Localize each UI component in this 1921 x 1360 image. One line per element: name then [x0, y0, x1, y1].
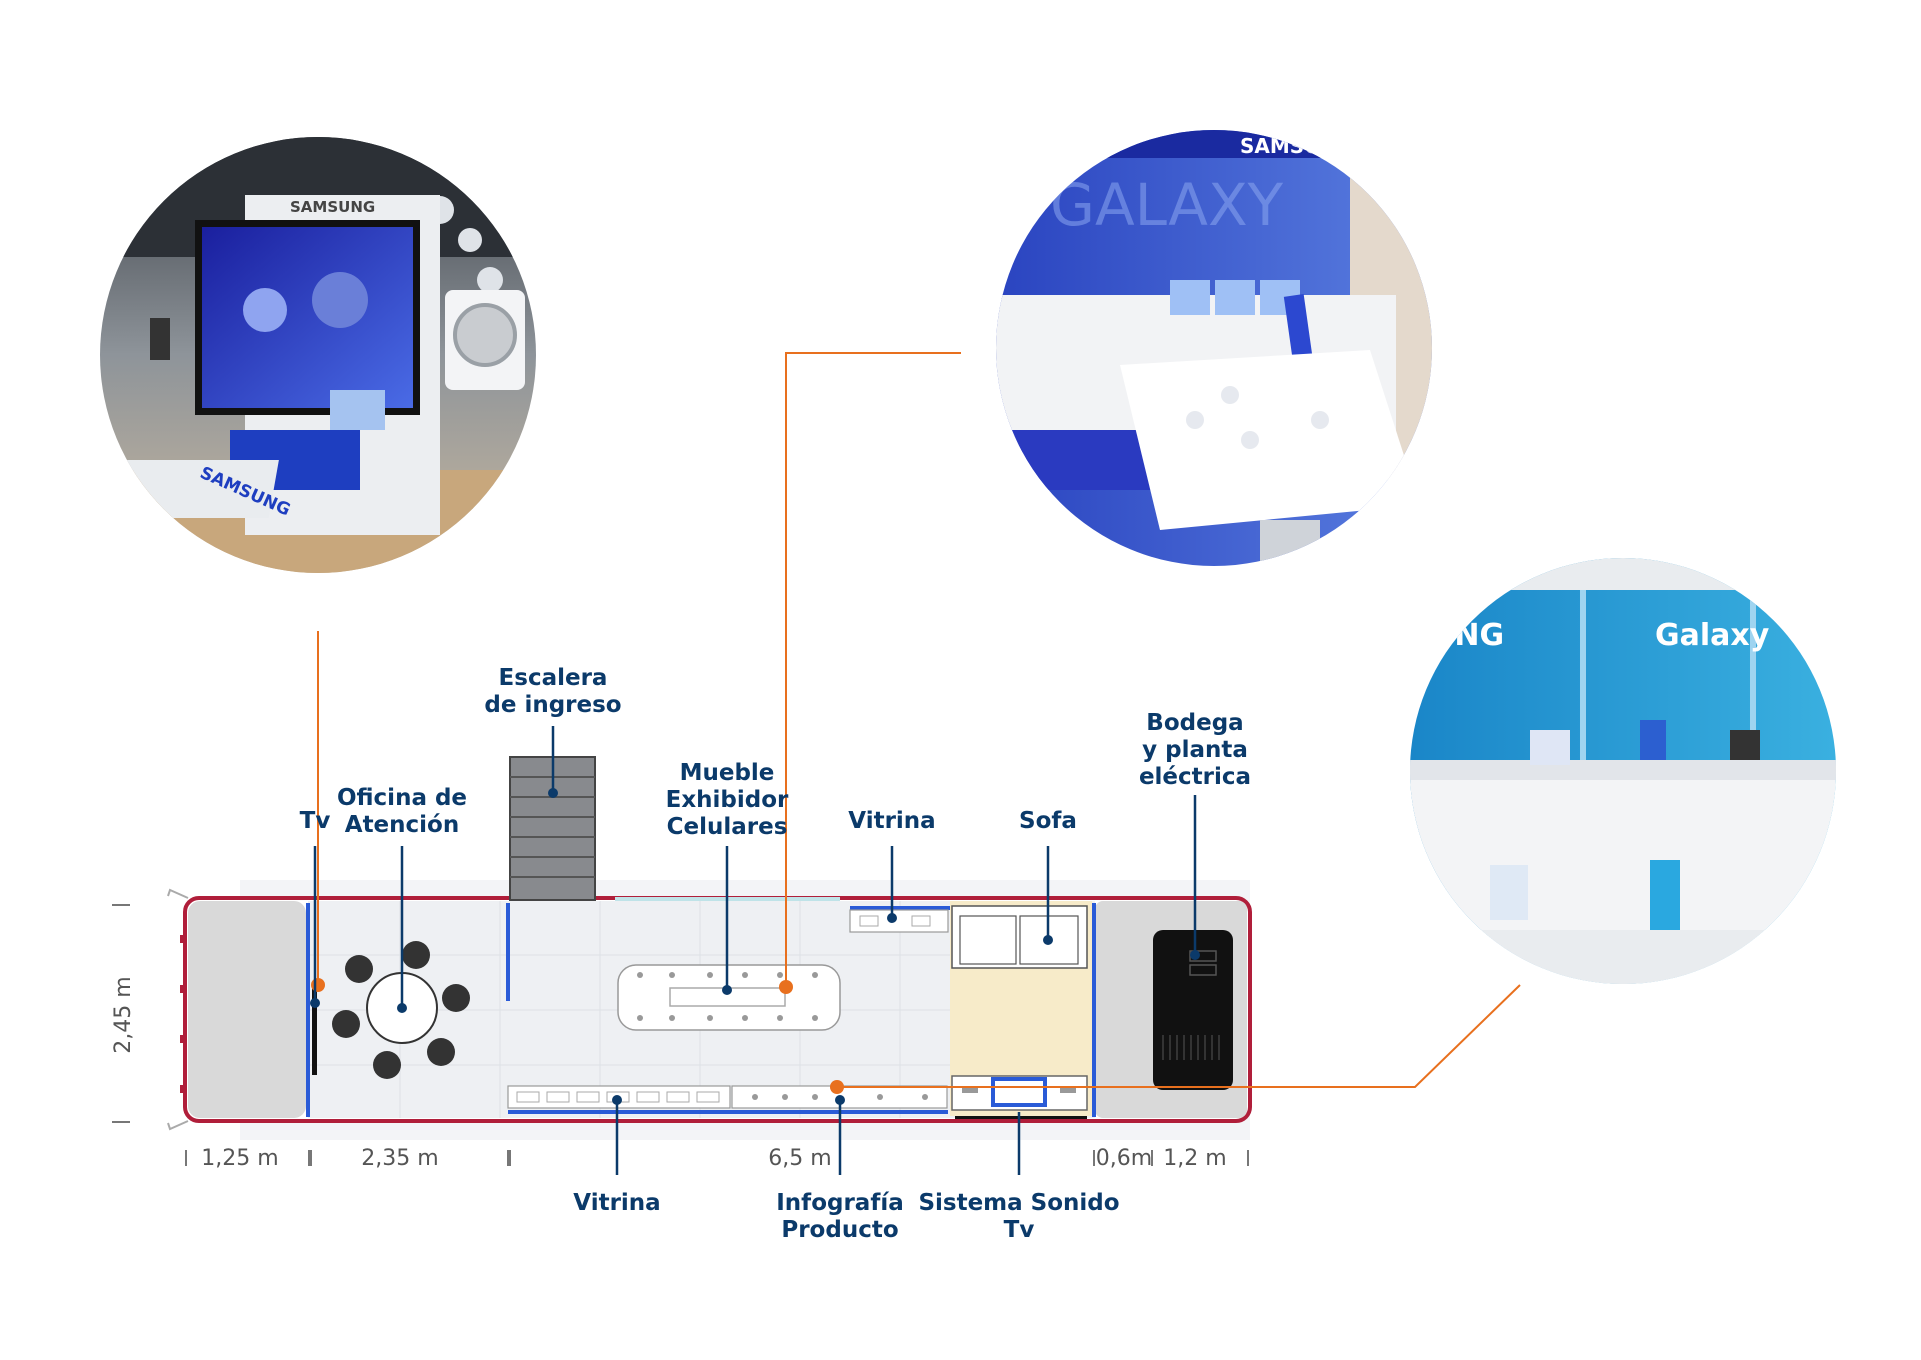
label-infografia-line1: Infografía [776, 1190, 903, 1216]
dimension-marks [112, 904, 1249, 1166]
label-escalera-line2: de ingreso [484, 692, 621, 718]
sound-system-unit [951, 1075, 1088, 1119]
photo-tv-stand: SAMSUNG SAMSUNG [100, 137, 536, 573]
label-sonido-line1: Sistema Sonido [918, 1190, 1119, 1216]
photo3-brand-text: UNG [1430, 618, 1504, 653]
photo-galaxy-counter: UNG Galaxy [1410, 558, 1836, 984]
photo2-brand-text: SAMSUNG [1240, 134, 1354, 158]
dimension-1: 1,25 m [201, 1146, 278, 1171]
photo1-brand-text: SAMSUNG [290, 198, 375, 216]
label-bodega-line1: Bodega [1146, 710, 1243, 736]
dimension-4: 0,6m [1096, 1146, 1152, 1171]
label-vitrina-top: Vitrina [848, 808, 935, 834]
dimension-2: 2,35 m [361, 1146, 438, 1171]
phone-display-furniture [617, 964, 841, 1031]
label-tv: Tv [300, 808, 331, 834]
photo2-wall-text: GALAXY [1050, 171, 1284, 239]
sofa [951, 905, 1088, 969]
label-escalera-line1: Escalera [499, 665, 608, 691]
label-sonido-line2: Tv [1004, 1217, 1035, 1243]
label-infografia-line2: Producto [781, 1217, 898, 1243]
label-oficina-line2: Atención [345, 812, 459, 838]
label-sofa: Sofa [1019, 808, 1077, 834]
label-mueble-line2: Exhibidor [666, 787, 789, 813]
label-bodega-line3: eléctrica [1139, 764, 1251, 790]
label-mueble-line3: Celulares [667, 814, 788, 840]
label-oficina-line1: Oficina de [337, 785, 467, 811]
top-showcase [849, 909, 949, 933]
bus-floor-plan [167, 756, 1252, 1140]
photo-galaxy-table: SAMSUNG GALAXY [996, 130, 1432, 566]
dimension-width: 2,45 m [111, 976, 136, 1053]
label-mueble-line1: Mueble [680, 760, 775, 786]
label-vitrina-bottom: Vitrina [573, 1190, 660, 1216]
dimension-5: 1,2 m [1163, 1146, 1226, 1171]
dimension-3: 6,5 m [768, 1146, 831, 1171]
label-bodega-line2: y planta [1142, 737, 1248, 763]
orange-callouts [317, 352, 1521, 1088]
navy-leaders [313, 726, 1197, 1175]
photo3-wall-text: Galaxy [1655, 618, 1770, 653]
storage-power-unit [1153, 930, 1233, 1090]
